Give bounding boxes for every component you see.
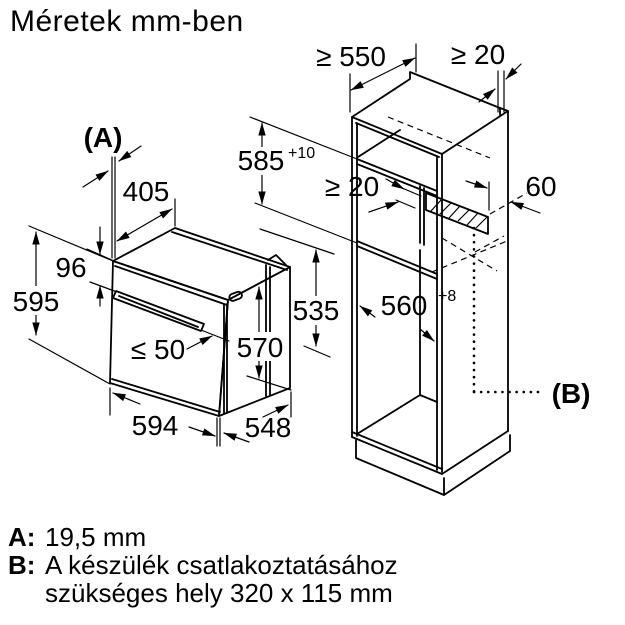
oven-frame-edge (223, 303, 228, 414)
dim-570-extension (246, 375, 292, 391)
dim-535: 535 (293, 295, 340, 326)
oven-front-top-inner (114, 265, 228, 306)
cabinet-left-stile (351, 116, 358, 438)
dim-50-arrow (186, 335, 213, 350)
dim-594-extensions (109, 387, 221, 447)
dim-20-top: ≥ 20 (451, 39, 505, 70)
oven-handle-inner-line (118, 295, 199, 328)
oven-dimensions: (A) 405 96 595 ≤ 50 570 (12, 122, 340, 447)
hidden-vent-edges (431, 192, 528, 273)
cabinet-top-front-inner (355, 122, 440, 158)
oven-drawing (109, 227, 291, 417)
oven-side-grip-hole (228, 290, 243, 302)
dim-550: ≥ 550 (316, 41, 386, 72)
dim-20-vent-arrow-1 (385, 178, 405, 190)
dim-50-extension (200, 329, 230, 342)
oven-top-back-edge (171, 231, 288, 271)
dim-585-extensions (249, 116, 358, 244)
note-a-label: A: (8, 522, 36, 552)
cabinet-dimensions: ≥ 550 ≥ 20 585 +10 ≥ 20 60 560 (238, 39, 591, 409)
dim-585-tolerance: +10 (288, 145, 315, 162)
dim-594: 594 (132, 410, 179, 441)
dim-20-top-arrow-left (478, 88, 496, 103)
dim-560-arrow-right (419, 328, 435, 342)
dim-585-bg (238, 147, 288, 175)
dim-594-arrow-left (112, 392, 141, 405)
cabinet-bottom-edges (351, 430, 509, 475)
vent-cutout-outline (425, 192, 489, 235)
oven-rear-step-edge (265, 264, 271, 397)
oven-rear-notch (267, 254, 287, 266)
top-compartment-inner-edge (357, 129, 401, 158)
oven-top-face (112, 227, 291, 301)
dim-20-top-arrow-right (505, 63, 522, 80)
dim-570-bg (236, 332, 284, 361)
dim-60-arrow (510, 201, 541, 214)
dim-20-vent-gap-lines (395, 181, 490, 211)
bottom-compartment-floor (356, 394, 438, 435)
dim-96: 96 (55, 252, 86, 283)
niche-back-panel-edge (419, 185, 425, 246)
label-b: (B) (552, 378, 591, 409)
dim-560: 560 (381, 290, 428, 321)
cabinet-drawing (351, 71, 547, 496)
dim-560-arrow-left (359, 305, 376, 318)
hidden-top-back-edge (387, 116, 491, 159)
note-b-text: A készülék csatlakoztatásához szükséges … (45, 550, 398, 608)
dim-594-arrow-right (188, 426, 216, 437)
dim-550-line (350, 57, 416, 91)
dim-405-line (116, 208, 173, 242)
dim-548: 548 (245, 412, 292, 443)
dim-560-tolerance: +8 (438, 288, 456, 305)
dim-20-vent-arrow-2 (368, 201, 399, 213)
dim-535-bg (293, 296, 340, 325)
note-b-label: B: (8, 550, 36, 580)
dim-535-extensions (259, 228, 335, 358)
dim-595-extensions (28, 225, 114, 385)
cabinet-right-stile (436, 153, 443, 473)
dim-570: 570 (237, 332, 284, 363)
dim-585: 585 (238, 145, 285, 176)
note-a: A: 19,5 mm (8, 523, 447, 551)
dim-20-vent-arrow-3 (465, 180, 488, 189)
cabinet-plinth (355, 434, 511, 496)
dim-595: 595 (13, 286, 60, 317)
dim-548-arrow-left (223, 432, 250, 443)
dim-548-arrow-right (262, 404, 289, 418)
dim-a-arrow-upper (118, 145, 142, 162)
dim-a-arrow-lower (82, 170, 109, 188)
note-a-text: 19,5 mm (45, 522, 147, 552)
dim-20-vent: ≥ 20 (325, 171, 379, 202)
oven-front-bottom-inner (111, 378, 221, 413)
vent-cutout-hatching (430, 198, 488, 229)
dim-20-top-lines (497, 70, 505, 113)
dim-a-extension-lines (111, 156, 116, 259)
dim-405: 405 (123, 176, 170, 207)
oven-door-handle (112, 290, 205, 332)
cabinet-top-face (351, 71, 509, 155)
dim-550-extensions (349, 43, 417, 113)
page-title: Méretek mm-ben (10, 5, 244, 38)
footnotes: A: 19,5 mm B: A készülék csatlakoztatásá… (8, 523, 447, 607)
label-a: (A) (84, 122, 123, 153)
dim-595-bg (12, 286, 60, 315)
niche-bottom-shelf (356, 240, 438, 280)
note-b: B: A készülék csatlakoztatásához szükség… (8, 551, 447, 607)
dim-60: 60 (525, 171, 556, 202)
connection-area-leader (472, 226, 547, 394)
dim-50: ≤ 50 (131, 334, 185, 365)
